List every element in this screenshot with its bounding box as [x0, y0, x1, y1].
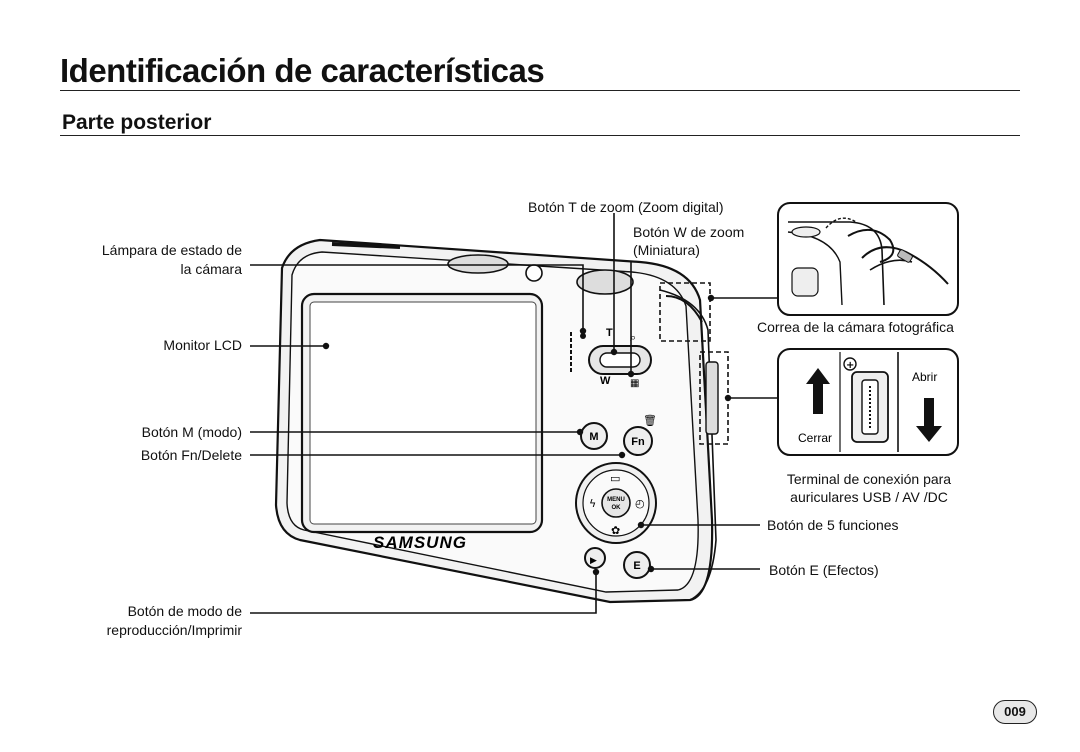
label-five-functions: Botón de 5 funciones: [767, 517, 899, 533]
plus-icon: +: [846, 360, 854, 371]
label-mode: Botón M (modo): [141, 424, 242, 440]
status-lamp: [580, 333, 586, 339]
macro-icon: ✿: [611, 524, 620, 537]
five-function-button[interactable]: MENU OK ▭ ϟ ◴ ✿: [575, 462, 657, 544]
magnifier-icon: ⌕: [630, 331, 636, 344]
strap-highlight: [659, 282, 711, 342]
display-icon: ▭: [610, 472, 620, 485]
label-zoom-w-1: Botón W de zoom: [633, 224, 745, 240]
timer-icon: ◴: [635, 497, 645, 510]
terminal-inset: + Abrir Cerrar: [777, 348, 959, 456]
brand-logo: SAMSUNG: [373, 533, 467, 552]
mode-button[interactable]: [580, 422, 608, 450]
zoom-w-label: W: [600, 375, 611, 387]
effects-button-label: E: [633, 560, 640, 572]
label-effects: Botón E (Efectos): [769, 562, 879, 578]
label-play-2: reproducción/Imprimir: [106, 622, 242, 638]
leader-dots: [322, 294, 732, 576]
trash-icon: 🗑: [643, 414, 657, 427]
fn-delete-button[interactable]: [623, 426, 653, 456]
leader-lines: [250, 213, 778, 614]
arrow-down-icon: [916, 398, 942, 442]
section-title: Parte posterior: [62, 111, 212, 134]
flash-icon: ϟ: [589, 497, 596, 510]
playback-button[interactable]: [584, 547, 606, 569]
label-terminal-2: auriculares USB / AV /DC: [790, 489, 948, 505]
close-label: Cerrar: [798, 431, 832, 445]
label-lcd: Monitor LCD: [163, 337, 242, 353]
label-zoom-w-2: (Miniatura): [633, 242, 700, 258]
zoom-t-label: T: [606, 327, 613, 339]
mode-button-label: M: [589, 431, 598, 443]
effects-button[interactable]: [623, 551, 651, 579]
label-fn: Botón Fn/Delete: [140, 447, 242, 463]
svg-text:OK: OK: [612, 505, 622, 511]
thumbnail-icon: ▦: [630, 378, 639, 389]
label-play-1: Botón de modo de: [127, 603, 242, 619]
label-lamp-2: la cámara: [180, 261, 242, 277]
strap-inset: [777, 202, 959, 316]
label-lamp-1: Lámpara de estado de: [101, 242, 242, 258]
fn-button-label: Fn: [631, 436, 645, 448]
play-icon: ▶: [590, 556, 597, 566]
page-number: 009: [993, 700, 1037, 724]
section-rule: [60, 135, 1020, 136]
arrow-up-icon: [806, 368, 830, 414]
label-zoom-t: Botón T de zoom (Zoom digital): [528, 199, 724, 215]
label-terminal-1: Terminal de conexión para: [786, 471, 952, 487]
open-label: Abrir: [912, 370, 937, 384]
svg-text:MENU: MENU: [607, 497, 625, 503]
page-title: Identificación de características: [60, 52, 545, 89]
label-strap: Correa de la cámara fotográfica: [757, 319, 954, 335]
menu-ok-button[interactable]: [601, 488, 631, 518]
title-rule: [60, 90, 1020, 91]
